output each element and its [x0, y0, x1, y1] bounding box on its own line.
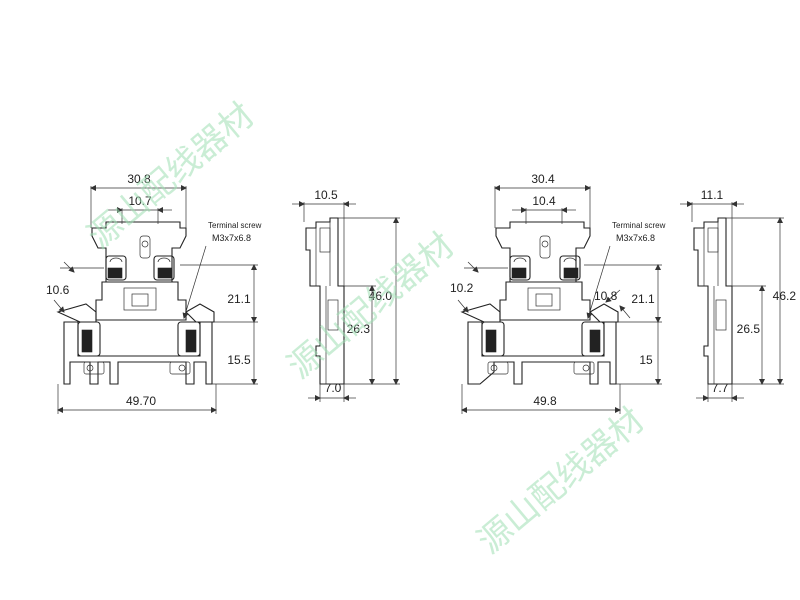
right-top-width: 30.4 [531, 172, 555, 186]
right-lower-height: 15 [639, 353, 653, 367]
left-screw-spec: M3x7x6.8 [212, 233, 251, 243]
right-upper-screws [509, 255, 581, 281]
right-side-bottom-width: 7.7 [712, 381, 729, 395]
right-inner-width: 10.4 [532, 194, 556, 208]
left-upper-height: 21.1 [227, 292, 251, 306]
left-side-mid-height: 26.3 [347, 322, 371, 336]
left-screw-label: Terminal screw [208, 221, 262, 230]
right-left-offset: 10.2 [450, 281, 474, 295]
left-upper-screws [105, 255, 175, 281]
right-upper-height: 21.1 [631, 292, 655, 306]
left-inner-width: 10.7 [128, 194, 152, 208]
watermark-middle: 源山配线器材 [280, 225, 462, 387]
right-front-view: 30.4 10.4 Terminal screw M3x7x6.8 10.2 1… [450, 172, 666, 414]
left-side-view: 10.5 46.0 26.3 7.0 [292, 188, 400, 402]
left-front-view: 30.8 10.7 Terminal screw M3x7x6.8 10.6 2… [46, 172, 262, 414]
left-top-width: 30.8 [127, 172, 151, 186]
right-screw-spec: M3x7x6.8 [616, 233, 655, 243]
right-side-view: 11.1 46.2 26.5 7.7 [680, 188, 796, 402]
right-side-mid-height: 26.5 [737, 322, 761, 336]
left-lower-screws [77, 321, 201, 357]
watermark-bottom: 源山配线器材 [470, 400, 652, 562]
right-side-total-height: 46.2 [773, 289, 797, 303]
left-left-offset: 10.6 [46, 283, 70, 297]
left-side-bottom-width: 7.0 [325, 381, 342, 395]
left-lower-height: 15.5 [227, 353, 251, 367]
right-side-top-width: 11.1 [701, 188, 724, 202]
right-right-offset: 10.8 [594, 289, 618, 303]
right-lower-screws [481, 321, 605, 357]
right-total-width: 49.8 [533, 394, 557, 408]
left-total-width: 49.70 [126, 394, 156, 408]
left-side-top-width: 10.5 [314, 188, 338, 202]
right-screw-label: Terminal screw [612, 221, 666, 230]
